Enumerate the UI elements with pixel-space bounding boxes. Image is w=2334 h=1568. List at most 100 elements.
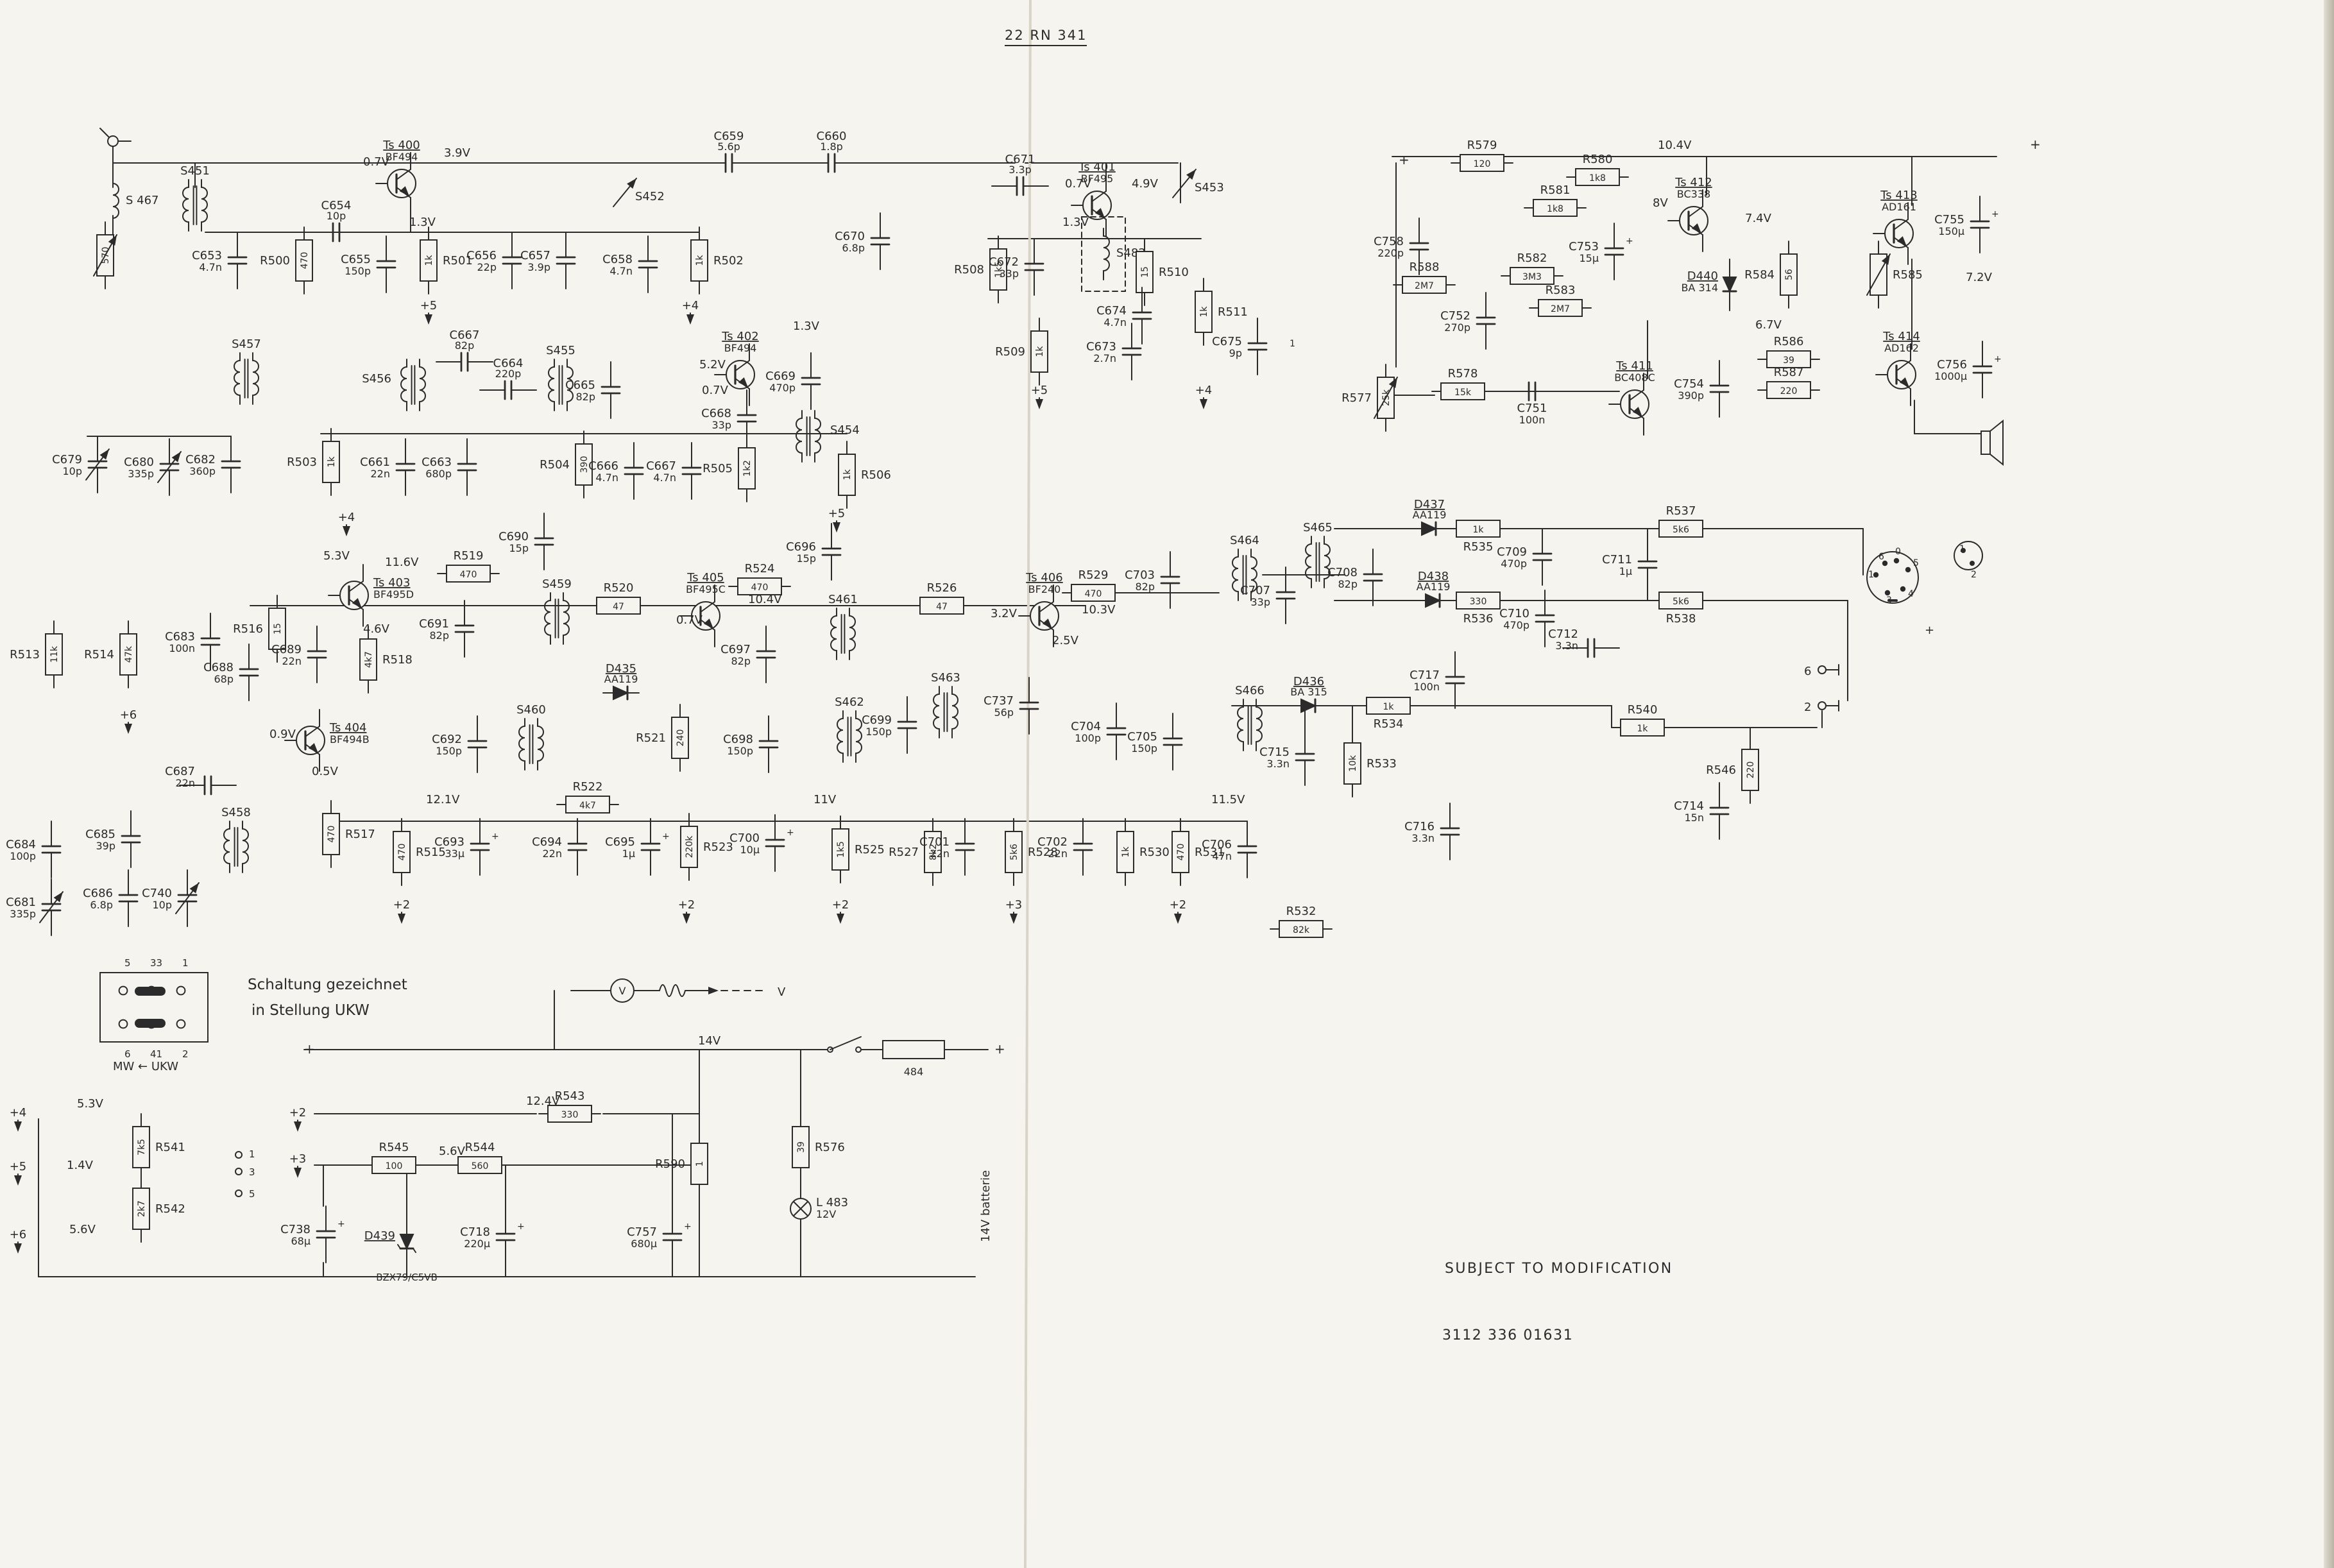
svg-text:C681: C681 [6,896,36,909]
svg-text:+4: +4 [10,1106,27,1120]
svg-text:10p: 10p [327,210,346,222]
svg-text:Ts 406: Ts 406 [1025,571,1062,584]
svg-text:82p: 82p [455,339,475,352]
svg-text:R546: R546 [1706,763,1736,777]
svg-text:+6: +6 [10,1228,27,1241]
svg-text:C695: C695 [605,835,635,849]
svg-text:5.6V: 5.6V [69,1223,96,1236]
component-+6: +6 [10,1228,27,1254]
component-spk [1980,419,2004,466]
svg-text:1μ: 1μ [622,848,635,860]
svg-text:10.3V: 10.3V [1082,603,1116,617]
svg-text:C756: C756 [1937,358,1967,371]
svg-text:220p: 220p [1377,247,1404,259]
svg-text:C740: C740 [142,887,172,900]
svg-text:+3: +3 [1005,898,1023,912]
svg-text:220: 220 [1746,762,1756,779]
svg-text:R541: R541 [155,1141,185,1154]
svg-text:C757: C757 [627,1225,657,1239]
svg-text:+2: +2 [832,898,849,912]
svg-text:C698: C698 [723,733,753,746]
svg-text:C707: C707 [1240,584,1270,597]
svg-text:7.4V: 7.4V [1745,212,1772,225]
svg-text:5: 5 [1913,558,1919,568]
component-r546: 220 R546 [1706,736,1759,804]
svg-text:10.4V: 10.4V [1658,139,1692,152]
svg-text:R500: R500 [260,254,290,268]
svg-text:R502: R502 [713,254,744,268]
svg-text:680p: 680p [425,468,452,480]
component-din [1866,551,1919,604]
svg-text:S464: S464 [1230,534,1259,547]
svg-text:150μ: 150μ [1938,225,1964,237]
svg-text:+4: +4 [1195,384,1213,397]
component-+2: +2 [832,898,849,924]
svg-text:56p: 56p [994,706,1014,719]
svg-text:C752: C752 [1440,309,1470,323]
svg-text:AA119: AA119 [604,673,638,685]
svg-text:1k8: 1k8 [1589,173,1606,183]
svg-text:R515: R515 [416,846,446,859]
component-+5: +5 [420,299,437,325]
svg-text:+: + [1626,236,1633,246]
svg-text:2k7: 2k7 [137,1200,147,1217]
svg-text:C653: C653 [192,249,222,262]
svg-text:22n: 22n [371,468,391,480]
svg-text:4k7: 4k7 [364,651,374,668]
component-+2: +2 [393,898,410,924]
svg-text:4.7n: 4.7n [199,261,222,273]
svg-text:C710: C710 [1499,607,1529,620]
svg-text:150p: 150p [345,265,371,277]
svg-text:C717: C717 [1410,669,1440,682]
svg-text:C693: C693 [434,835,464,849]
svg-text:11.5V: 11.5V [1211,793,1245,806]
svg-text:C699: C699 [862,713,892,727]
svg-text:+: + [517,1222,525,1232]
svg-text:+: + [684,1222,692,1232]
svg-text:R524: R524 [745,562,775,575]
svg-text:BF495: BF495 [1081,173,1114,185]
svg-text:R511: R511 [1218,305,1248,319]
svg-text:+: + [1994,354,2002,364]
svg-text:R533: R533 [1367,757,1397,771]
svg-text:R544: R544 [465,1141,495,1154]
svg-text:C692: C692 [432,733,462,746]
svg-text:4.7n: 4.7n [609,265,633,277]
svg-text:S460: S460 [516,703,546,717]
svg-text:R586: R586 [1774,335,1804,348]
svg-text:C672: C672 [989,255,1019,269]
svg-text:C718: C718 [460,1225,490,1239]
svg-text:1: 1 [182,957,189,969]
svg-text:15: 15 [273,623,283,635]
svg-text:C663: C663 [422,456,452,469]
svg-text:D437: D437 [1414,498,1445,511]
